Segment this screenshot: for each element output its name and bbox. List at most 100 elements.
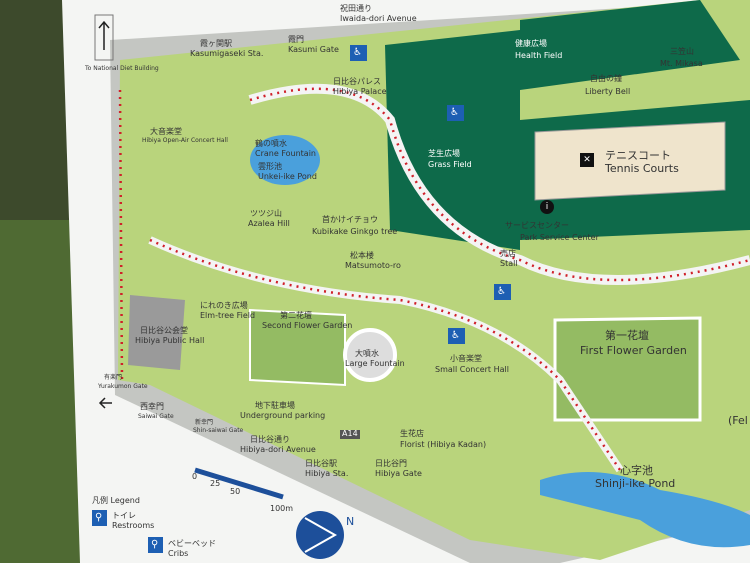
yurakumon-gate-jp: 有楽門 xyxy=(104,374,123,381)
avenue-en: Hibiya-dori Avenue xyxy=(240,445,316,454)
arrow-left-icon xyxy=(98,397,112,409)
shinji-ike-en: Shinji-ike Pond xyxy=(595,477,676,490)
first-flower-garden xyxy=(553,316,702,422)
mt-mikasa-en: Mt. Mikasa xyxy=(660,59,703,68)
tennis-jp: テニスコート xyxy=(605,149,671,162)
scale-bar xyxy=(194,467,284,500)
tennis-en: Tennis Courts xyxy=(605,162,679,175)
matsumoto-en: Matsumoto-ro xyxy=(345,261,401,270)
restroom-icon: ♿ xyxy=(494,284,511,300)
first-garden-en: First Flower Garden xyxy=(580,344,687,357)
florist-en: Florist (Hibiya Kadan) xyxy=(400,440,487,449)
large-fountain xyxy=(343,328,397,382)
grass-field-en: Grass Field xyxy=(428,160,472,169)
compass-needle xyxy=(304,517,338,553)
shinji-ike-jp: 心字池 xyxy=(620,464,653,477)
crane-fountain-en: Crane Fountain xyxy=(255,149,316,158)
liberty-bell-en: Liberty Bell xyxy=(585,87,631,96)
health-field-en: Health Field xyxy=(515,51,563,60)
iwaida-jp: 祝田通り xyxy=(340,4,372,13)
public-hall-en: Hibiya Public Hall xyxy=(135,336,205,345)
scale-tick-0: 0 xyxy=(192,472,198,481)
kasumigaseki-en: Kasumigaseki Sta. xyxy=(190,49,264,58)
restroom-icon: ♿ xyxy=(350,45,367,61)
yurakumon-gate-en: Yurakumon Gate xyxy=(98,383,148,390)
stall-en: Stall xyxy=(500,259,518,268)
stall-jp: 売店 xyxy=(500,249,516,258)
parking-jp: 地下駐車場 xyxy=(255,401,295,410)
concert-hall-jp: 大音楽堂 xyxy=(150,127,182,136)
second-garden-en: Second Flower Garden xyxy=(262,321,353,330)
arrow-up-icon xyxy=(98,20,110,50)
kasumi-gate-en: Kasumi Gate xyxy=(288,45,339,54)
grass-field-jp: 芝生広場 xyxy=(428,149,460,158)
second-garden-jp: 第二花壇 xyxy=(280,311,312,320)
matsumoto-jp: 松本楼 xyxy=(350,251,374,260)
mt-mikasa-jp: 三笠山 xyxy=(670,47,694,56)
elm-field-jp: にれのき広場 xyxy=(200,301,248,310)
hibiya-sta-en: Hibiya Sta. xyxy=(305,469,349,478)
main-path xyxy=(248,83,750,285)
elm-field-en: Elm-tree Field xyxy=(200,311,256,320)
liberty-bell-jp: 自由の鐘 xyxy=(590,74,622,83)
unkei-ike-en: Unkei-ike Pond xyxy=(258,172,317,181)
azalea-en: Azalea Hill xyxy=(248,219,290,228)
ginkgo-en: Kubikake Ginkgo tree xyxy=(312,227,398,236)
kasumigaseki-jp: 霞ヶ関駅 xyxy=(200,39,232,48)
kasumi-gate-jp: 霞門 xyxy=(288,35,304,44)
hibiya-palace-jp: 日比谷パレス xyxy=(333,77,381,86)
avenue-jp: 日比谷通り xyxy=(250,435,290,444)
grass-field xyxy=(385,30,520,250)
small-concert-jp: 小音楽堂 xyxy=(450,354,482,363)
scale-tick-50: 50 xyxy=(230,487,241,496)
restroom-icon: ♿ xyxy=(448,328,465,344)
tennis-courts xyxy=(534,121,726,201)
large-fountain-en: Large Fountain xyxy=(345,359,405,368)
saiwai-gate-en: Saiwai Gate xyxy=(138,413,174,420)
legend-title: 凡例 Legend xyxy=(92,496,140,505)
tennis-icon: ✕ xyxy=(580,153,594,167)
service-center-jp: サービスセンター xyxy=(505,221,569,230)
legend-restrooms-en: Restrooms xyxy=(112,521,155,530)
concert-hall-en: Hibiya Open-Air Concert Hall xyxy=(142,137,228,144)
restroom-icon: ♿ xyxy=(447,105,464,121)
info-icon: i xyxy=(540,200,554,214)
small-concert-en: Small Concert Hall xyxy=(435,365,509,374)
hibiya-gate-jp: 日比谷門 xyxy=(375,459,407,468)
public-hall-jp: 日比谷公会堂 xyxy=(140,326,188,335)
restroom-legend-icon: ⚲ xyxy=(92,510,108,526)
large-fountain-jp: 大噴水 xyxy=(355,349,379,358)
iwaida-en: Iwaida-dori Avenue xyxy=(340,14,417,23)
hibiya-sta-jp: 日比谷駅 xyxy=(305,459,337,468)
saiwai-gate-jp: 西幸門 xyxy=(140,402,164,411)
health-field-jp: 健康広場 xyxy=(515,39,547,48)
shin-saiwai-gate-en: Shin-saiwai Gate xyxy=(193,427,244,434)
first-garden-jp: 第一花壇 xyxy=(605,329,649,342)
legend-cribs-jp: ベビーベッド xyxy=(168,539,216,548)
shrubs xyxy=(0,220,80,563)
diet-direction: To National Diet Building xyxy=(85,65,159,72)
shin-saiwai-gate-jp: 新幸門 xyxy=(195,419,214,426)
legend-restrooms-jp: トイレ xyxy=(112,511,136,520)
path-south xyxy=(148,236,624,473)
north-label: N xyxy=(346,515,355,528)
legend-cribs-en: Cribs xyxy=(168,549,189,558)
crane-fountain-jp: 鶴の噴水 xyxy=(255,139,287,148)
unkei-ike-jp: 雲形池 xyxy=(258,162,282,171)
exit-a14: A14 xyxy=(340,429,360,439)
second-flower-garden xyxy=(249,308,346,387)
hibiya-gate-en: Hibiya Gate xyxy=(375,469,422,478)
service-center-en: Park Service Center xyxy=(520,233,599,242)
public-hall xyxy=(128,295,185,370)
health-field xyxy=(520,0,740,90)
parking-en: Underground parking xyxy=(240,411,326,420)
scale-tick-100: 100m xyxy=(270,504,294,513)
feline-label: (Fel xyxy=(728,414,748,427)
crib-legend-icon: ⚲ xyxy=(148,537,164,553)
shinji-ike-pond xyxy=(540,472,750,548)
direction-sign xyxy=(94,14,114,61)
azalea-jp: ツツジ山 xyxy=(250,209,282,218)
ginkgo-jp: 首かけイチョウ xyxy=(322,215,378,224)
